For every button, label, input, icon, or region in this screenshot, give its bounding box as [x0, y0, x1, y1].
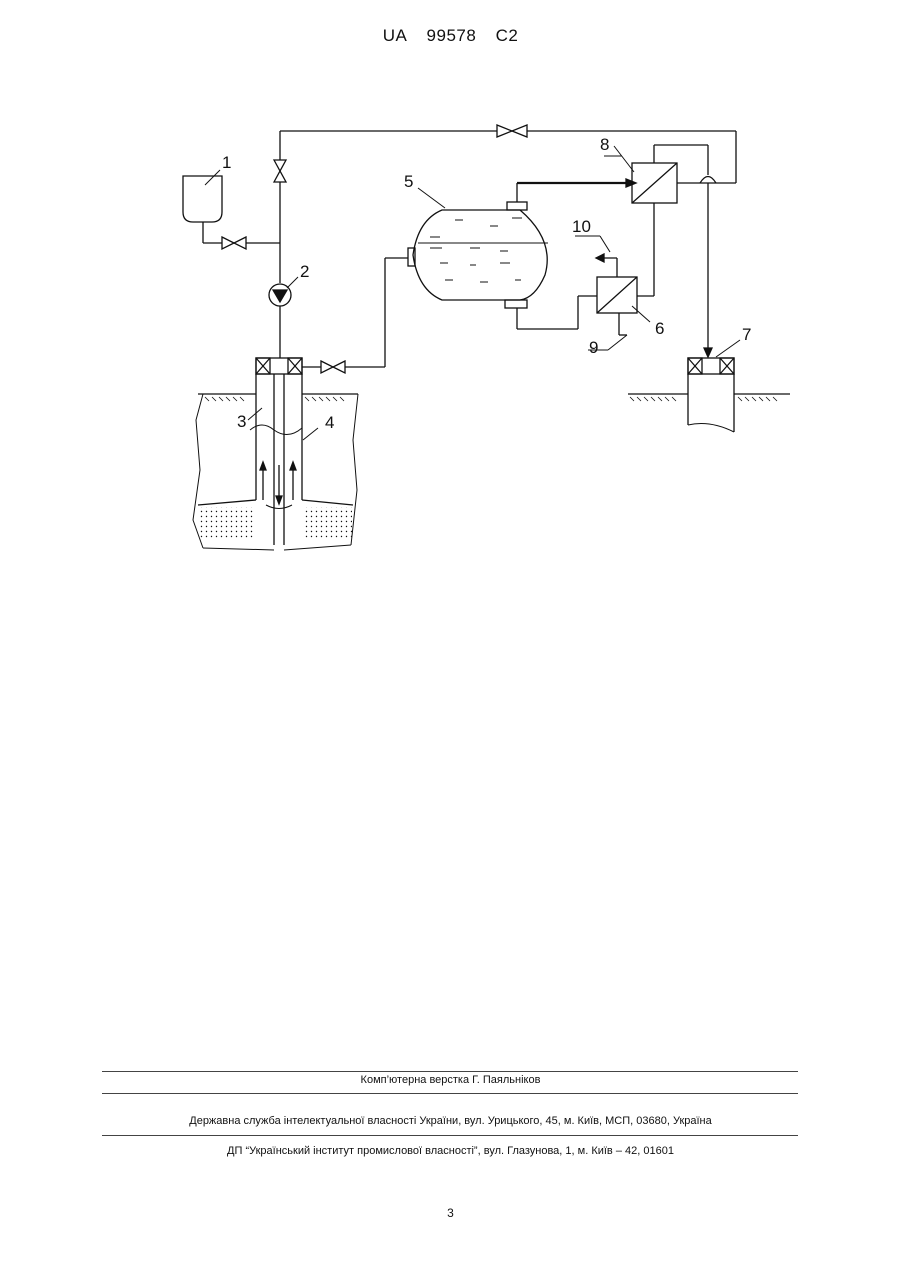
top-pipeline: [280, 131, 736, 358]
heat-exchanger-6: [596, 254, 637, 335]
footer-rule-1: [102, 1071, 798, 1072]
label-2: 2: [300, 262, 309, 281]
separator-vessel: [408, 179, 636, 329]
reagent-tank: [183, 176, 280, 243]
label-1: 1: [222, 153, 231, 172]
footer-rule-2: [102, 1093, 798, 1094]
label-7: 7: [742, 325, 751, 344]
valve-vertical: [274, 160, 286, 182]
label-4: 4: [325, 413, 334, 432]
label-6: 6: [655, 319, 664, 338]
label-5: 5: [404, 172, 413, 191]
page-number: 3: [0, 1206, 901, 1220]
layout-credit: Комп’ютерна верстка Г. Паяльніков: [0, 1074, 901, 1086]
schematic-figure: 1 2 3 4 5 6 7 8 9 10: [0, 0, 901, 600]
institute-address: ДП “Український інститут промислової вла…: [0, 1145, 901, 1157]
valve-reagent: [222, 237, 246, 249]
valve-casing-outlet: [321, 361, 345, 373]
office-address: Державна служба інтелектуальної власност…: [0, 1115, 901, 1127]
label-8: 8: [600, 135, 609, 154]
valve-top: [497, 125, 527, 137]
label-9: 9: [589, 338, 598, 357]
heat-exchanger-8: [632, 145, 716, 357]
footer-rule-3: [102, 1135, 798, 1136]
label-3: 3: [237, 412, 246, 431]
production-well: [628, 358, 790, 432]
injection-well: [250, 258, 408, 545]
label-10: 10: [572, 217, 591, 236]
